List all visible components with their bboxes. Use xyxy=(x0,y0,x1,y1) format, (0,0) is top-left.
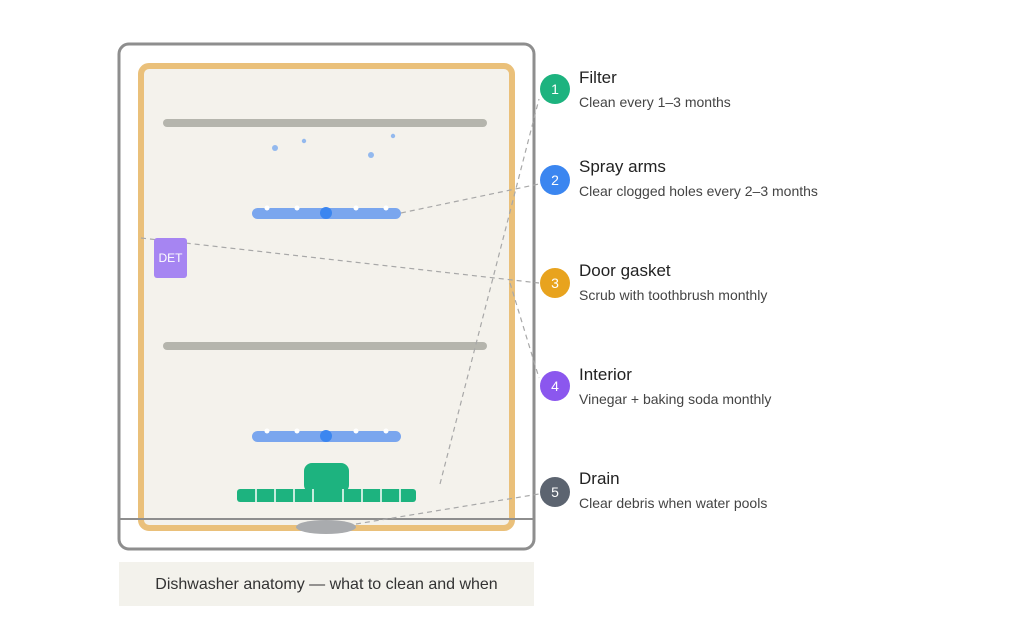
callout-description: Clear debris when water pools xyxy=(579,495,768,511)
filter-badge: 1 xyxy=(540,74,570,104)
callout-drain: 5 Drain Clear debris when water pools xyxy=(540,469,880,523)
callout-description: Clean every 1–3 months xyxy=(579,94,731,110)
upper-rack xyxy=(163,119,487,127)
interior-badge: 4 xyxy=(540,371,570,401)
callout-interior: 4 Interior Vinegar + baking soda monthly xyxy=(540,365,880,417)
callout-filter: 1 Filter Clean every 1–3 months xyxy=(540,68,880,120)
leader-lines xyxy=(140,98,540,525)
filter-assembly xyxy=(237,463,416,502)
callout-description: Scrub with toothbrush monthly xyxy=(579,287,768,303)
detergent-dispenser: DET xyxy=(154,238,187,278)
drain-badge: 5 xyxy=(540,477,570,507)
callout-title: Filter xyxy=(579,68,617,87)
spray-arms-badge: 2 xyxy=(540,165,570,195)
callout-door-gasket: 3 Door gasket Scrub with toothbrush mont… xyxy=(540,261,880,314)
lower-spray-arm xyxy=(252,428,401,442)
water-droplets xyxy=(272,133,396,158)
callout-title: Drain xyxy=(579,469,620,488)
caption-text: Dishwasher anatomy — what to clean and w… xyxy=(155,576,498,593)
callout-description: Vinegar + baking soda monthly xyxy=(579,391,772,407)
upper-spray-arm xyxy=(252,205,401,219)
drain xyxy=(296,520,356,534)
door-gasket xyxy=(138,63,515,531)
callout-title: Interior xyxy=(579,365,632,384)
caption: Dishwasher anatomy — what to clean and w… xyxy=(119,562,534,606)
lower-rack xyxy=(163,342,487,350)
callout-spray-arms: 2 Spray arms Clear clogged holes every 2… xyxy=(540,157,880,211)
callout-title: Spray arms xyxy=(579,157,666,176)
door-gasket-badge: 3 xyxy=(540,268,570,298)
callout-title: Door gasket xyxy=(579,261,671,280)
callout-description: Clear clogged holes every 2–3 months xyxy=(579,183,818,199)
